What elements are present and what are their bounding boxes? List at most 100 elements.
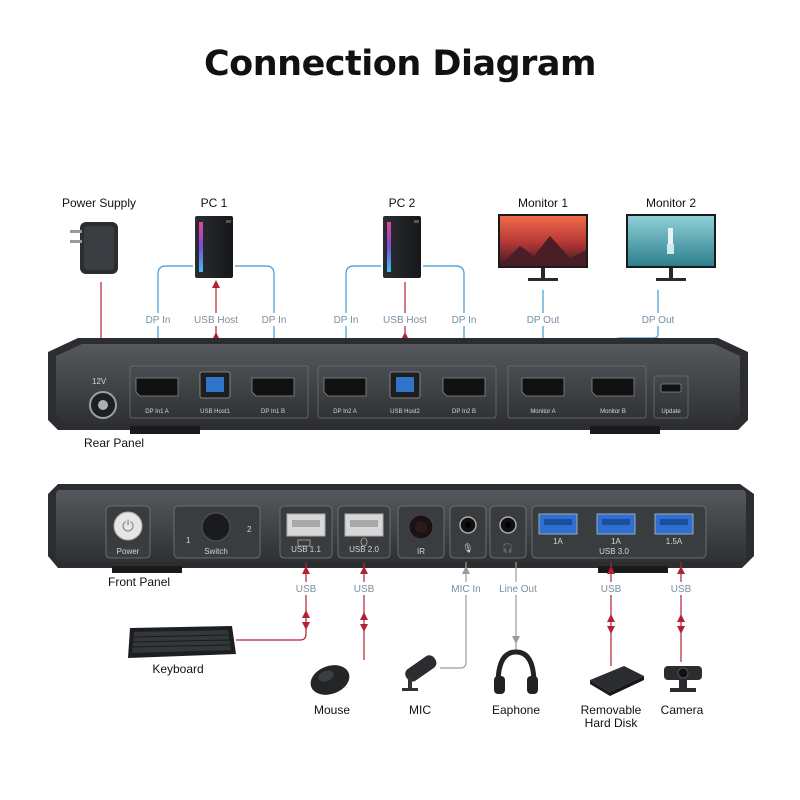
cable-label-dp-in-1a: DP In [146,315,171,326]
mic-cable [440,562,467,669]
power-supply-label: Power Supply [62,196,136,210]
audio-arrow-icon [512,636,520,644]
usb30-label: USB 3.0 [599,547,629,556]
port-dp-in2-b[interactable] [442,377,486,397]
switch-1-label: 1 [186,536,191,545]
mouse-mini-icon [360,537,368,547]
port-usb-host1[interactable] [199,371,231,399]
port-label: USB Host2 [390,409,420,415]
top-cable-labels: DP In USB Host DP In DP In USB Host DP I… [140,313,678,326]
mouse-label: Mouse [314,703,350,717]
disk-label-line1: Removable [581,703,642,717]
cable-label-dp-in-2b: DP In [452,315,477,326]
usb-arrow-icon [607,566,615,574]
cable-label-dp-in-2a: DP In [334,315,359,326]
usb-arrow-icon [677,614,685,622]
rear-panel: 12V [48,338,748,434]
port-label: DP In1 A [145,409,169,415]
port-monitor-b[interactable] [591,377,635,397]
monitor1-icon [498,214,588,281]
power-label: Power [117,547,140,556]
pc1-dp-cable-b [235,265,275,372]
usb-current-label: 1A [553,537,563,546]
usb-arrow-icon [360,624,368,632]
usb-arrow-icon [360,612,368,620]
cable-label-usb-host-1: USB Host [194,315,238,326]
port-update[interactable] [660,383,682,393]
usb-arrow-icon [677,566,685,574]
cable-label-usb-disk: USB [601,584,622,595]
keyboard-icon [128,626,236,658]
microphone-icon [402,655,437,691]
port-dp-in2-a[interactable] [323,377,367,397]
power-button[interactable] [113,511,143,541]
headphone-mini-icon: 🎧 [502,542,513,553]
headphones-icon [494,649,538,694]
cable-label-usb-mouse: USB [354,584,375,595]
front-panel-label: Front Panel [108,575,170,589]
disk-label-line2: Hard Disk [585,716,639,730]
cable-label-usb-host-2: USB Host [383,315,427,326]
hard-disk-icon [590,666,644,696]
usb-arrow-icon [677,626,685,634]
port-label: DP In2 A [333,409,357,415]
keyboard-label: Keyboard [152,662,203,676]
ir-label: IR [417,547,425,556]
pc2-tower-icon [383,216,421,278]
diagram-title: Connection Diagram [204,44,597,84]
cable-label-mic-in: MIC In [451,584,480,595]
keyboard-cable [236,562,307,641]
pc1-dp-cable-a [157,265,193,372]
earphone-label: Eaphone [492,703,540,717]
monitor2-icon [626,214,716,281]
monitor1-label: Monitor 1 [518,196,568,210]
cable-label-usb-camera: USB [671,584,692,595]
switch-button[interactable] [201,512,231,542]
pc2-label: PC 2 [389,196,416,210]
switch-label: Switch [204,547,228,556]
port-label: Monitor B [600,409,626,415]
pc1-label: PC 1 [201,196,228,210]
cable-label-dp-in-1b: DP In [262,315,287,326]
rear-panel-label: Rear Panel [84,436,144,450]
port-dp-in1-b[interactable] [251,377,295,397]
port-label: Update [661,409,681,415]
keyboard-mini-icon [297,539,311,547]
port-label: DP In2 B [452,409,476,415]
camera-label: Camera [661,703,704,717]
port-label: DP In1 B [261,409,285,415]
usb-current-label: 1A [611,537,621,546]
usb-arrow-icon [302,622,310,630]
usb-arrow-icon [302,566,310,574]
monitor2-label: Monitor 2 [646,196,696,210]
voltage-label: 12V [92,377,107,386]
power-icon: ⏻ [122,517,134,535]
usb-arrow-icon [302,610,310,618]
bottom-cable-labels: USB USB MIC In Line Out USB USB [294,582,693,595]
port-monitor-a[interactable] [521,377,565,397]
front-panel: ⏻ Power 1 2 Switch USB 1.1 USB 2.0 [48,484,754,573]
port-label: USB Host1 [200,409,230,415]
cable-label-dp-out-1: DP Out [527,315,560,326]
pc2-dp-cable-a [345,265,381,372]
mic-mini-icon: 🎙 [462,543,473,553]
pc2-dp-cable-b [423,265,465,372]
usb-current-label: 1.5A [666,537,683,546]
cable-label-dp-out-2: DP Out [642,315,675,326]
bottom-cables [236,562,685,669]
usb-arrow-icon [607,614,615,622]
usb11-label: USB 1.1 [291,545,321,554]
port-label: Monitor A [530,409,555,415]
usb-arrow-icon [607,626,615,634]
mic-label: MIC [409,703,431,717]
port-dp-in1-a[interactable] [135,377,179,397]
switch-2-label: 2 [247,525,252,534]
usb20-label: USB 2.0 [349,545,379,554]
usb-arrow-icon [212,280,220,288]
camera-icon [664,666,702,692]
port-usb-host2[interactable] [389,371,421,399]
cable-label-line-out: Line Out [499,584,537,595]
power-adapter-icon [70,222,118,274]
